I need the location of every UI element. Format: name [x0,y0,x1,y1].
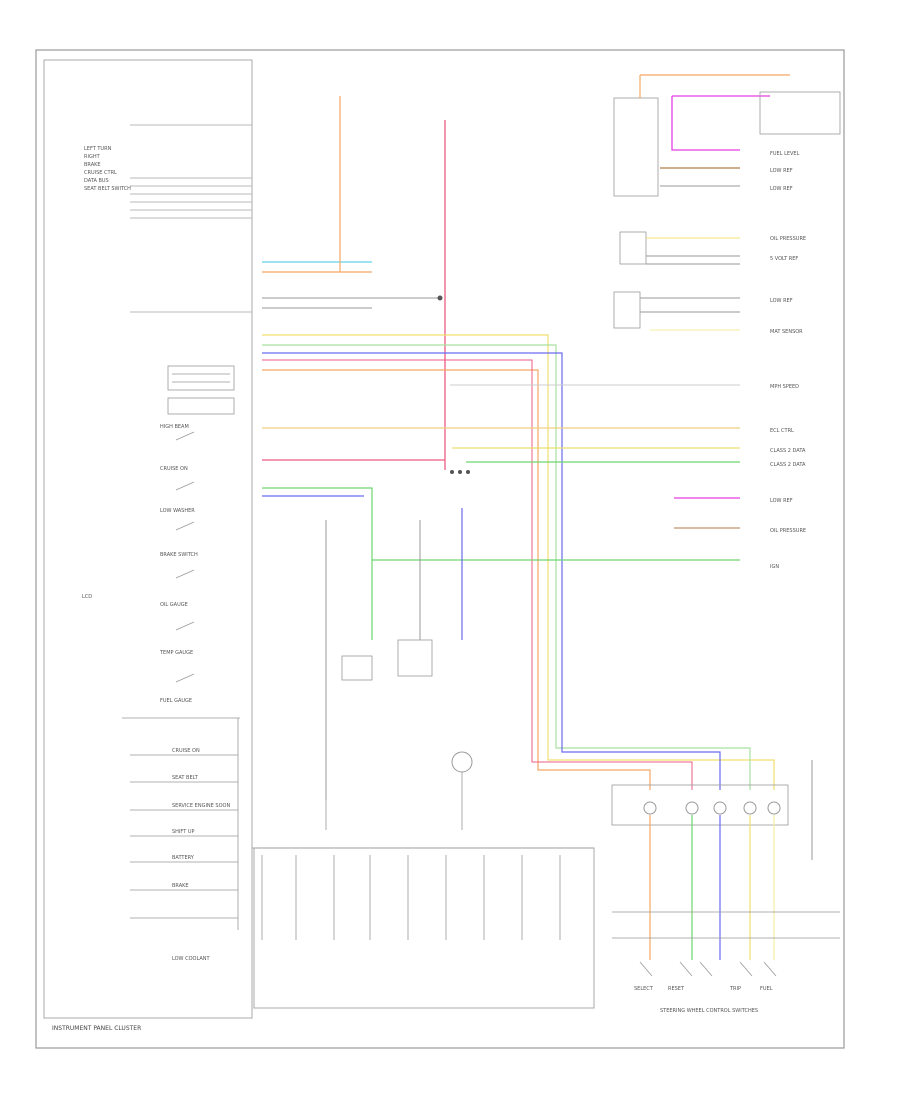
input-brake: BRAKE [84,162,101,168]
btn-reset: RESET [668,986,685,992]
lbl-oil-pressure-1: OIL PRESSURE [770,236,806,242]
fuel-sender-module [613,74,841,197]
wire-pink-long [262,359,693,790]
input-left-turn: LEFT TURN [84,146,112,152]
steering-controls [611,760,840,977]
ind-battery: BATTERY [172,855,195,861]
left-input-labels: LEFT TURN RIGHT BRAKE CRUISE CTRL DATA B… [84,146,131,192]
lbl-5v-ref: 5 VOLT REF [770,256,798,262]
indicator-bus [122,717,240,930]
lbl-class2-2: CLASS 2 DATA [770,462,806,468]
footer-label: INSTRUMENT PANEL CLUSTER [52,1025,141,1032]
wire-gray-mid [262,297,440,309]
switch-high-beam: HIGH BEAM [160,424,189,430]
steering-title: STEERING WHEEL CONTROL SWITCHES [660,1008,758,1014]
input-seatbelt: SEAT BELT SWITCH [84,186,131,192]
lbl-mph: MPH SPEED [770,384,799,390]
wire-orange-long [262,369,651,790]
lbl-ecl: ECL CTRL [770,428,794,434]
wire-blue [262,352,721,790]
steering-button-labels: SELECT RESET TRIP FUEL STEERING WHEEL CO… [634,986,773,1014]
lbl-low-ref-2: LOW REF [770,186,793,192]
switch-brake: BRAKE SWITCH [160,552,198,558]
ind-cruise-on: CRUISE ON [172,748,200,754]
ind-low-coolant: LOW COOLANT [172,956,210,962]
ind-shift-up: SHIFT UP [172,829,195,835]
wire-pink [262,120,446,470]
btn-fuel: FUEL [760,986,773,992]
switch-fuel: FUEL GAUGE [160,698,192,704]
lamp-verticals [261,855,561,940]
right-labels: FUEL LEVEL LOW REF LOW REF OIL PRESSURE … [770,151,806,570]
switch-low-washer: LOW WASHER [160,508,195,514]
wire-green-drop [262,487,373,640]
lbl-oil-pressure-2: OIL PRESSURE [770,528,806,534]
input-data: DATA BUS [84,178,109,184]
outer-frame [35,49,845,1049]
left-switch-labels: HIGH BEAM CRUISE ON LOW WASHER BRAKE SWI… [159,424,198,704]
lbl-low-ref-1: LOW REF [770,168,793,174]
lbl-ign: IGN [770,564,779,570]
switch-cruise-on: CRUISE ON [160,466,188,472]
left-input-lines [130,124,252,313]
btn-select: SELECT [634,986,654,992]
cluster-inner-box [253,847,595,1009]
indicator-labels: CRUISE ON SEAT BELT SERVICE ENGINE SOON … [172,748,230,962]
input-cruise: CRUISE CTRL [84,170,117,176]
lbl-low-ref-3: LOW REF [770,298,793,304]
switch-temp: TEMP GAUGE [159,650,193,656]
switch-oil: OIL GAUGE [160,602,188,608]
sensor-modules [613,231,740,529]
lbl-fuel-level: FUEL LEVEL [770,151,800,157]
lbl-low-ref-4: LOW REF [770,498,793,504]
btn-trip: TRIP [729,986,741,992]
wire-yellow [262,334,775,790]
cluster-box [43,59,253,1019]
center-components [325,295,473,830]
left-switch-group [167,365,235,683]
ind-service: SERVICE ENGINE SOON [172,803,230,809]
lbl-class2-1: CLASS 2 DATA [770,448,806,454]
wire-orange-top [262,96,372,273]
lcd-label: LCD [82,594,92,600]
ind-seat-belt: SEAT BELT [172,775,199,781]
lbl-mat: MAT SENSOR [770,329,803,335]
wire-lightgreen [262,344,751,790]
input-right: RIGHT [84,154,101,160]
ind-brake: BRAKE [172,883,189,889]
